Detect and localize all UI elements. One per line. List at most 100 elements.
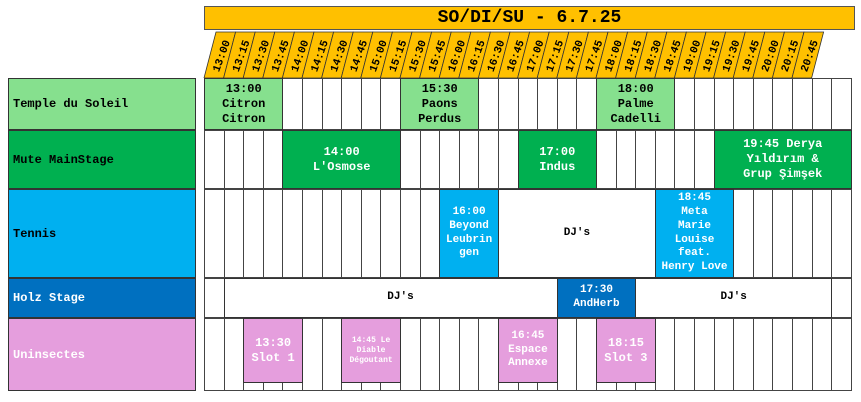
grid-cell [282,189,303,278]
event-text-line: gen [459,247,479,260]
grid-cell [733,189,754,278]
grid-cell [654,130,676,189]
grid-cell [439,318,460,391]
event-text-line: Dégoutant [349,355,393,365]
grid-cell [576,318,597,391]
event-text-line: Indus [539,159,576,174]
grid-cell [478,130,499,189]
grid-cell [556,318,578,391]
event-text-line: 13:00 [225,81,262,96]
event-text-line: DJ's [720,291,747,304]
event-tennis-1[interactable]: DJ's [498,189,656,278]
grid-cell [831,278,852,318]
event-text-line: Diable [356,345,386,355]
grid-cell [674,130,695,189]
grid-cell [674,78,695,130]
grid-cell [223,189,245,278]
grid-cell [380,189,401,278]
event-text-line: Paons [421,96,458,111]
event-text-line: Yıldırım & [746,152,819,166]
event-text-line: feat. [677,247,711,260]
grid-cell [458,130,480,189]
event-text-line: 17:30 [579,284,613,297]
grid-cell [694,130,715,189]
stage-label-tennis: Tennis [8,189,196,278]
grid-cell [478,78,499,130]
grid-cell [517,78,539,130]
event-text-line: Henry Love [661,261,728,273]
grid-cell [419,318,441,391]
event-text-line: Cadelli [610,111,661,126]
grid-cell [733,318,754,391]
event-holz-0[interactable]: DJ's [223,278,578,318]
stage-label-temple: Temple du Soleil [8,78,196,130]
grid-cell [811,189,833,278]
grid-cell [223,318,245,391]
event-text-line: 15:30 [421,81,458,96]
grid-cell [537,78,558,130]
grid-cell [439,130,460,189]
event-text-line: Palme [617,96,654,111]
grid-cell [204,318,225,391]
event-text-line: DJ's [563,226,591,239]
grid-cell [752,189,774,278]
grid-cell [302,318,323,391]
event-text-line: Leubrin [445,233,493,246]
grid-cell [419,189,441,278]
event-text-line: Meta [681,206,708,218]
grid-cell [713,78,735,130]
event-text-line: Citron [222,96,266,111]
grid-cell [596,130,617,189]
grid-cell [831,318,852,391]
grid-cell [615,130,637,189]
grid-cell [204,130,225,189]
grid-cell [694,78,715,130]
grid-cell [262,189,284,278]
grid-cell [556,78,578,130]
grid-cell [400,318,421,391]
stage-label-holz: Holz Stage [8,278,196,318]
grid-cell [223,130,245,189]
grid-cell [321,189,343,278]
schedule-title: SO/DI/SU - 6.7.25 [204,6,855,30]
grid-cell [498,130,519,189]
event-holz-2[interactable]: DJ's [635,278,833,318]
grid-cell [772,78,793,130]
time-slot-band [791,31,825,78]
event-text-line: Perdus [418,111,462,126]
grid-cell [380,78,401,130]
grid-cell [204,278,225,318]
event-text-line: 14:00 [323,144,360,159]
event-text-line: Slot 3 [604,350,648,365]
grid-cell [498,78,519,130]
grid-cell [576,78,597,130]
grid-cell [811,78,833,130]
grid-cell [360,78,382,130]
event-text-line: 18:00 [617,81,654,96]
grid-cell [792,189,813,278]
time-axis: 13:0013:1513:3013:4514:0014:1514:3014:45… [203,31,825,78]
grid-cell [341,78,362,130]
event-text-line: 18:45 [677,192,711,205]
grid-cell [772,189,793,278]
event-text-line: AndHerb [573,298,620,310]
grid-cell [654,318,676,391]
grid-cell [321,318,343,391]
grid-cell [400,130,421,189]
grid-cell [302,78,323,130]
event-text-line: DJ's [387,291,414,304]
event-text-line: 17:00 [539,144,576,159]
